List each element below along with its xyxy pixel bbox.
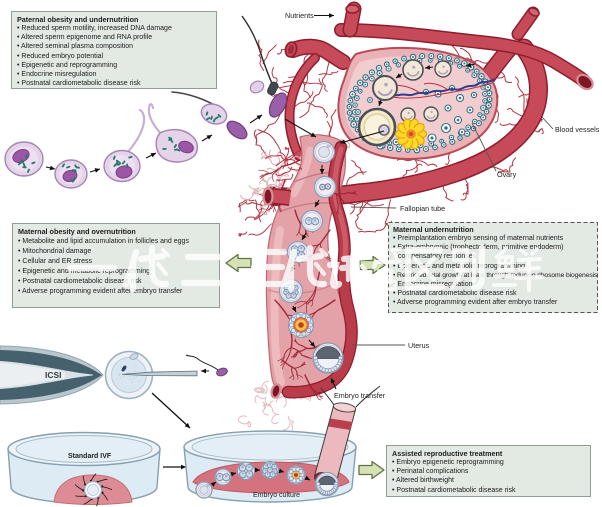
svg-text:Uterus: Uterus xyxy=(408,341,430,350)
svg-text:Standard IVF: Standard IVF xyxy=(68,453,112,460)
svg-text:Fallopian tube: Fallopian tube xyxy=(400,204,445,213)
svg-text:Nutrients: Nutrients xyxy=(285,11,314,20)
svg-text:Blood vessels: Blood vessels xyxy=(555,125,600,134)
svg-text:Embryo culture: Embryo culture xyxy=(253,492,300,499)
svg-text:Embryo transfer: Embryo transfer xyxy=(334,391,386,400)
svg-text:ICSI: ICSI xyxy=(45,370,62,380)
svg-text:Ovary: Ovary xyxy=(497,170,517,179)
